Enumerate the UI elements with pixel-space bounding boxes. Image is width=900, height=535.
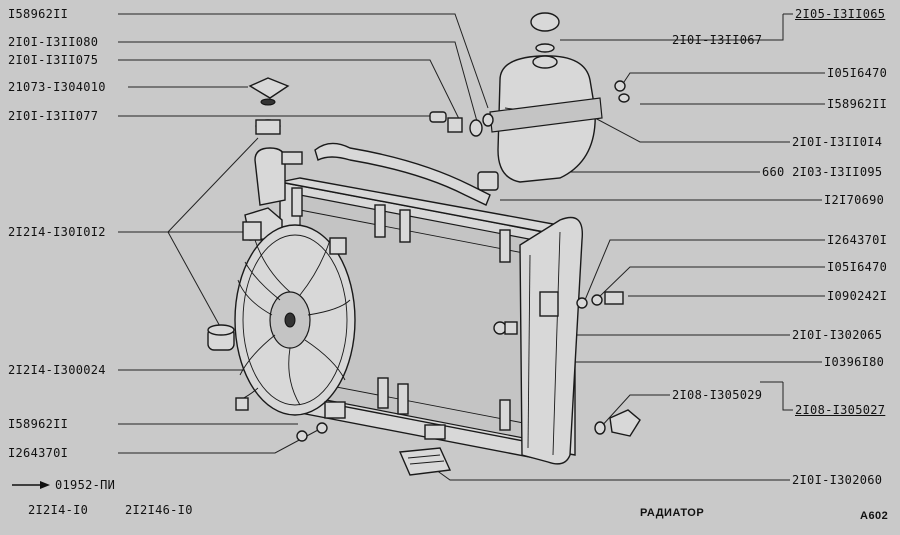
mounting-bracket — [398, 447, 452, 476]
part-label: I58962II — [8, 417, 69, 431]
part-label: I05I6470 — [827, 66, 888, 80]
part-label: 2I2I4-I300024 — [8, 363, 106, 377]
part-label: I05I6470 — [827, 260, 888, 274]
part-label: 2I0I-I3II075 — [8, 53, 99, 67]
drain-plug — [207, 324, 235, 351]
part-label: 2I0I-I3II080 — [8, 35, 99, 49]
part-label: 2I0I-I3II0I4 — [792, 135, 883, 149]
part-label: I58962II — [827, 97, 888, 111]
fasteners — [296, 80, 641, 442]
page-code: A602 — [860, 510, 889, 522]
expansion-tank — [489, 12, 603, 183]
part-label: 2I08-I305029 — [672, 388, 763, 402]
part-label: I58962II — [8, 7, 69, 21]
part-label: I090242I — [827, 289, 888, 303]
radiator-side-tank — [519, 216, 584, 465]
part-label: 2I0I-I3II077 — [8, 109, 99, 123]
model-code: 2I2I46-I0 — [125, 503, 193, 517]
part-label: I2I70690 — [824, 193, 885, 207]
reference-code: 01952-ПИ — [55, 478, 116, 492]
page-title: РАДИАТОР — [640, 507, 705, 519]
part-label: I264370I — [827, 233, 888, 247]
footer-arrow — [12, 481, 50, 489]
part-label: 2I0I-I302065 — [792, 328, 883, 342]
part-label: I0396I80 — [824, 355, 885, 369]
part-label: 2I05-I3II065 — [795, 7, 886, 21]
model-code: 2I2I4-I0 — [28, 503, 89, 517]
part-label: 2I0I-I302060 — [792, 473, 883, 487]
part-label: 21073-I304010 — [8, 80, 106, 94]
overflow-hose — [314, 142, 499, 206]
part-label: 660 2I03-I3II095 — [762, 165, 883, 179]
part-label: 2I0I-I3II067 — [672, 33, 763, 47]
radiator-core — [279, 177, 576, 461]
part-label: 2I08-I305027 — [795, 403, 886, 417]
leader-lines-left — [118, 13, 489, 454]
part-label: I264370I — [8, 446, 69, 460]
part-label: 2I2I4-I30I0I2 — [8, 225, 106, 239]
cooling-fan — [234, 221, 356, 419]
